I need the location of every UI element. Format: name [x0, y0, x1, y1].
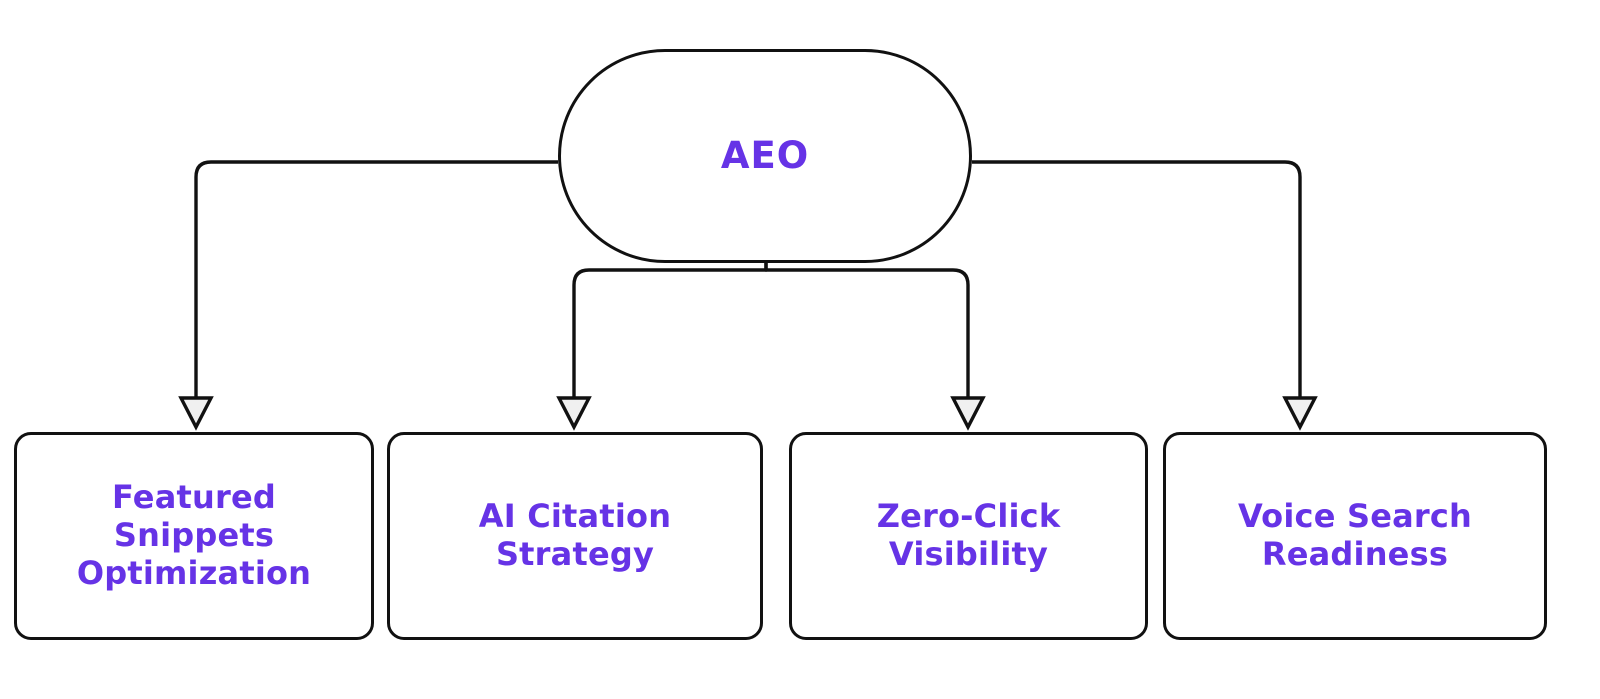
arrowhead-ai-citation — [556, 396, 592, 431]
node-zero-click-visibility[interactable]: Zero-Click Visibility — [789, 432, 1148, 640]
connector-path-voice-search — [972, 160, 1302, 398]
node-zero-click-visibility-label: Zero-Click Visibility — [876, 497, 1061, 573]
node-voice-search-readiness-label: Voice Search Readiness — [1237, 497, 1473, 573]
connector-path-zero-click — [764, 262, 970, 398]
node-voice-search-readiness[interactable]: Voice Search Readiness — [1163, 432, 1547, 640]
connector-path-ai-citation — [572, 262, 768, 398]
node-ai-citation-strategy-label: AI Citation Strategy — [478, 497, 672, 573]
node-featured-snippets-optimization-label: Featured Snippets Optimization — [76, 478, 312, 592]
node-root-aeo[interactable]: AEO — [558, 49, 972, 263]
arrowhead-voice-search — [1282, 396, 1318, 431]
arrowhead-featured-snippets — [178, 396, 214, 431]
node-ai-citation-strategy[interactable]: AI Citation Strategy — [387, 432, 763, 640]
connector-path-featured-snippets — [194, 160, 558, 398]
node-root-aeo-label: AEO — [720, 134, 810, 178]
node-featured-snippets-optimization[interactable]: Featured Snippets Optimization — [14, 432, 374, 640]
arrowhead-zero-click — [950, 396, 986, 431]
